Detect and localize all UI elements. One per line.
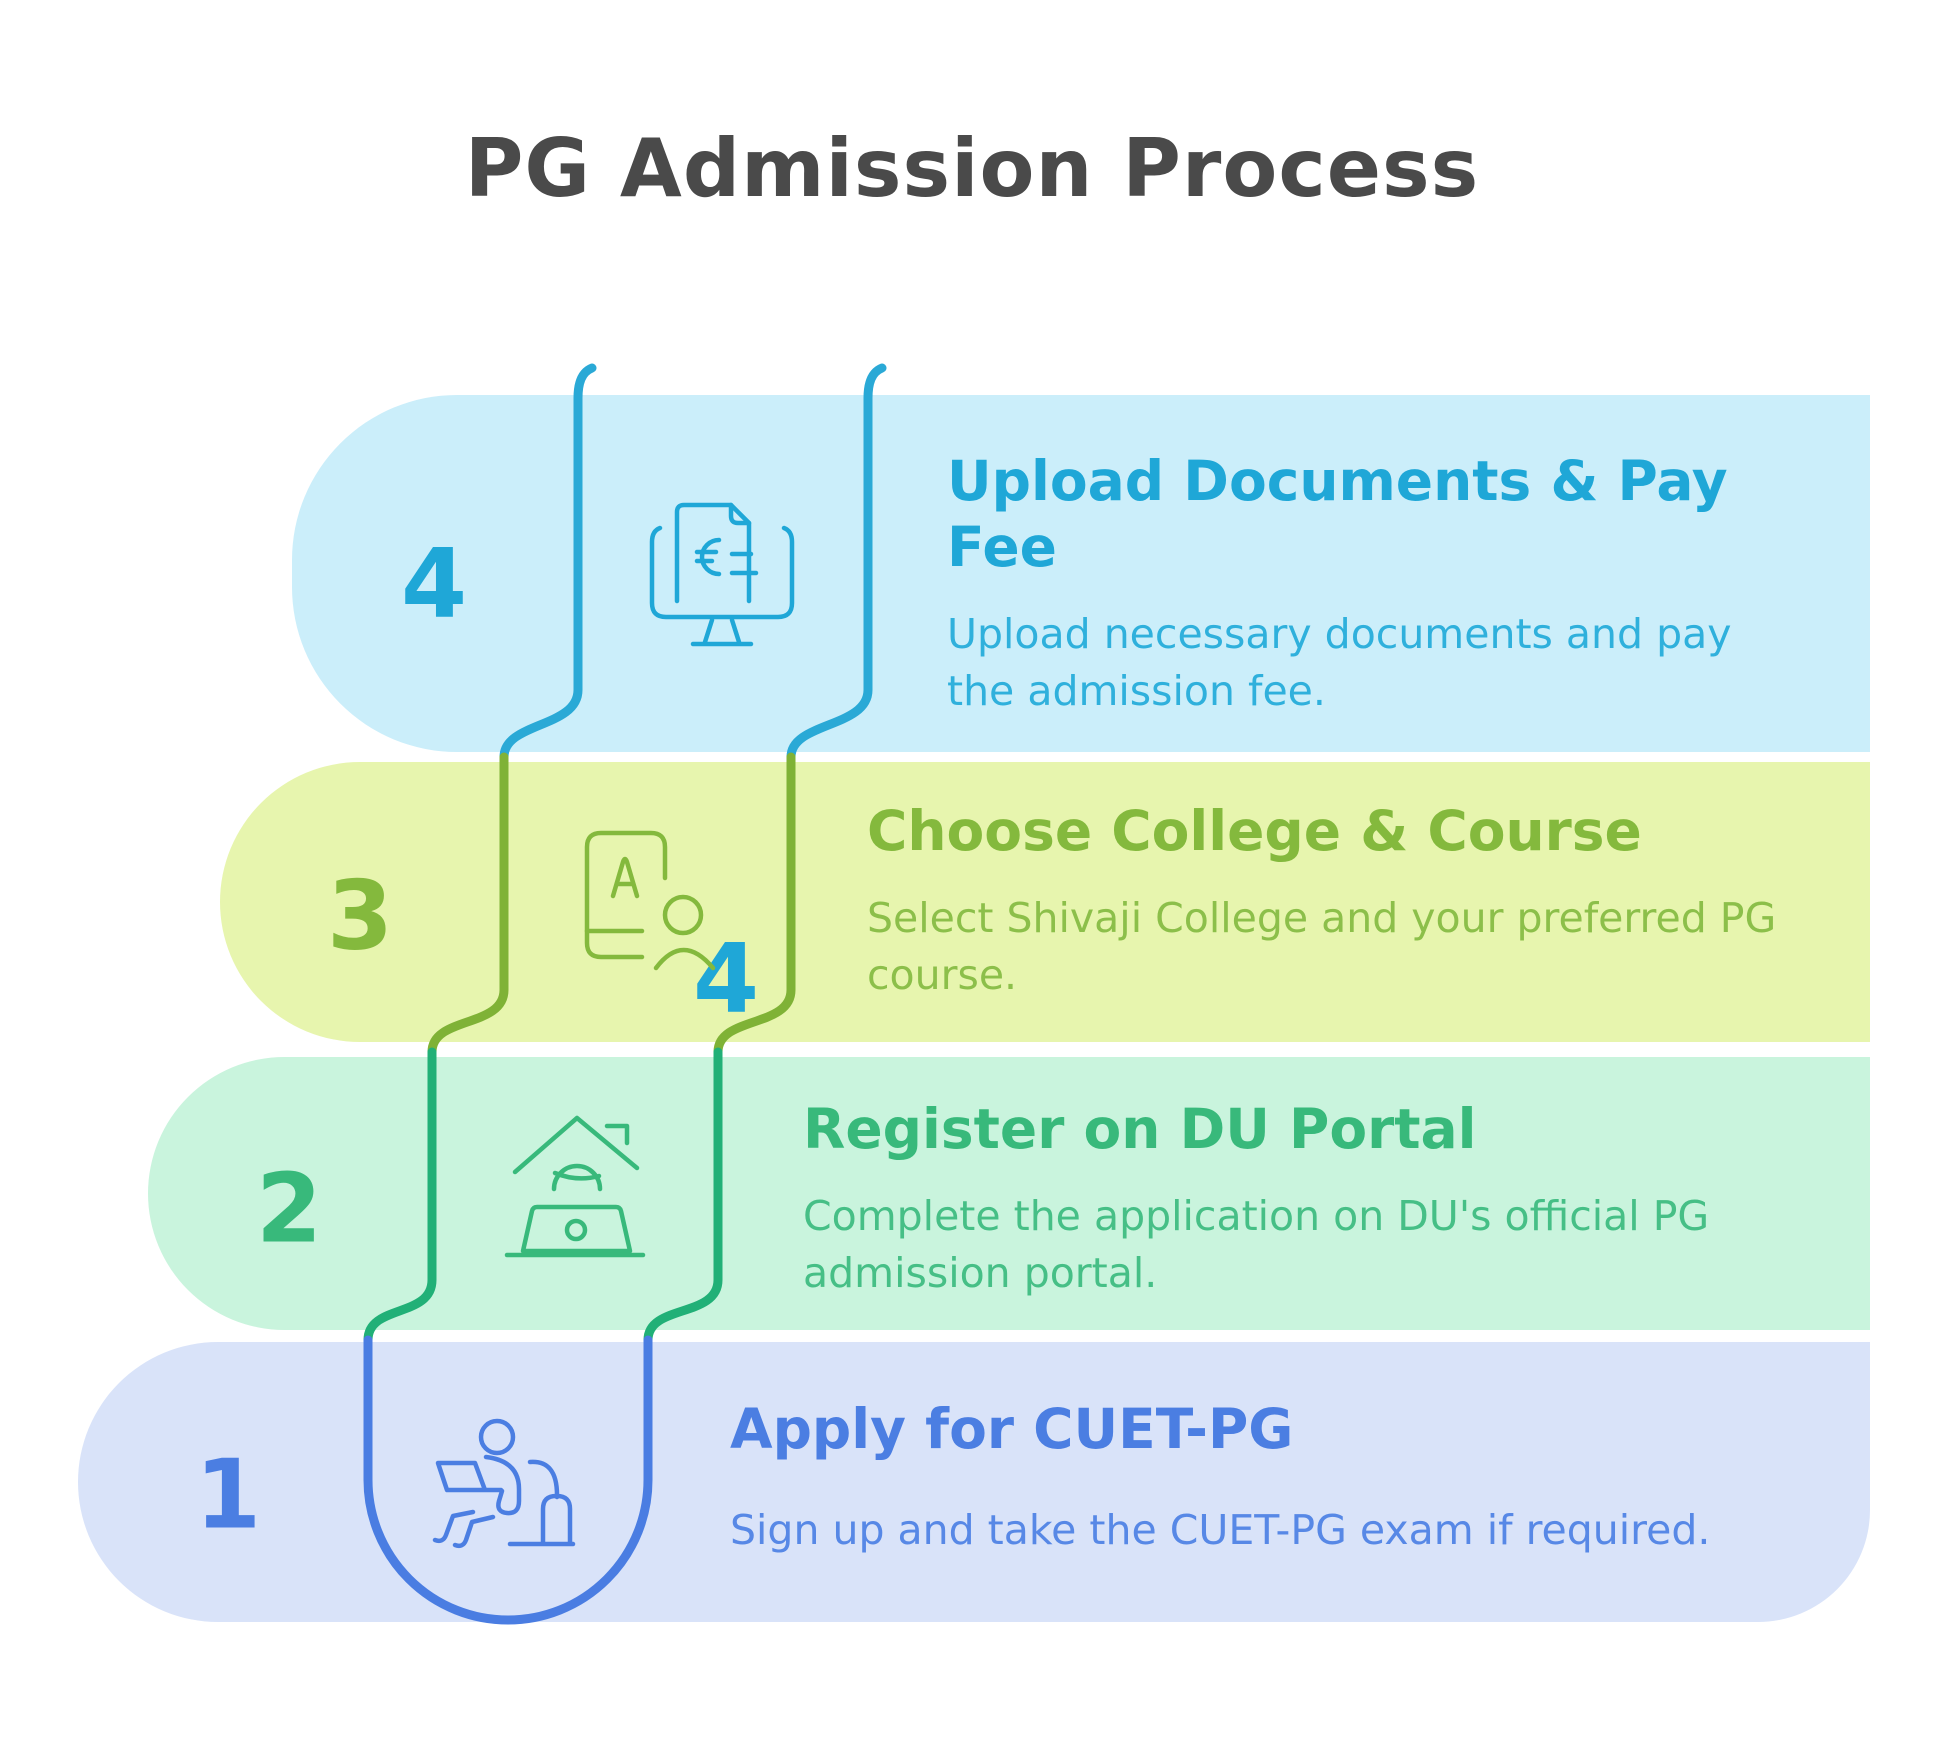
step-2-text: Register on DU Portal Complete the appli… <box>803 1096 1793 1301</box>
step-4-content: 4 <box>292 395 1870 1027</box>
step-number: 4 <box>692 924 760 1035</box>
step-2-heading: Register on DU Portal <box>803 1097 1477 1161</box>
step-2-number: 2 <box>255 1154 323 1265</box>
step-2-description: Complete the application on DU's officia… <box>803 1192 1710 1297</box>
step-4-heading: Upload Documents & Pay Fee <box>947 449 1728 579</box>
step-4-text: Upload Documents & Pay Fee Upload necess… <box>947 448 1767 719</box>
id-card-person-icon <box>560 820 760 1020</box>
step-1-text: Apply for CUET-PG Sign up and take the C… <box>730 1396 1810 1559</box>
step-1-heading: Apply for CUET-PG <box>730 1397 1294 1461</box>
page-title: PG Admission Process <box>464 122 1480 215</box>
monitor-invoice-icon <box>620 480 840 700</box>
step-3-text: Choose College & Course Select Shivaji C… <box>867 798 1797 1003</box>
step-3-description: Select Shivaji College and your preferre… <box>867 894 1777 999</box>
work-from-home-icon <box>470 1100 690 1320</box>
step-3-number: 3 <box>326 861 394 972</box>
step-1-description: Sign up and take the CUET-PG exam if req… <box>730 1506 1711 1554</box>
person-laptop-icon <box>400 1400 620 1620</box>
step-4-number: 4 <box>400 529 468 640</box>
step-3-heading: Choose College & Course <box>867 799 1642 863</box>
step-1-number: 1 <box>194 1440 262 1551</box>
step-4-description: Upload necessary documents and pay the a… <box>947 610 1732 715</box>
